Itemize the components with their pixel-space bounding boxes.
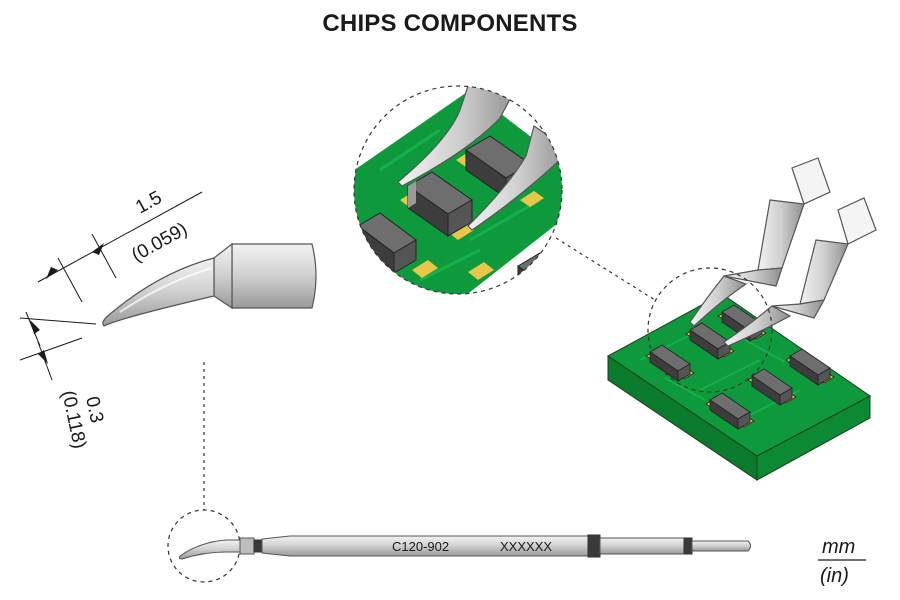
dimension-tip	[19, 311, 97, 381]
board-chip	[645, 344, 695, 382]
dimension-length	[37, 191, 203, 303]
cartridge-drawing	[167, 509, 751, 583]
cartridge-model-label: C120-902	[392, 539, 449, 554]
cartridge-serial-label: XXXXXX	[500, 539, 552, 554]
soldering-tweezers-icon	[689, 157, 877, 347]
pcb-board-icon	[607, 293, 871, 481]
length-mm-label: 1.5	[132, 187, 165, 218]
board-chip	[747, 368, 797, 406]
board-chip	[705, 392, 755, 430]
board-chip	[785, 348, 835, 386]
unit-imperial-label: (in)	[820, 565, 849, 587]
board-chip	[685, 322, 735, 360]
board-focus-circle	[647, 267, 773, 393]
zoom-circle	[353, 85, 563, 295]
tip-profile-drawing	[102, 242, 317, 327]
page-title: CHIPS COMPONENTS	[322, 10, 578, 37]
zoom-leader-line	[555, 237, 656, 301]
zoom-detail	[354, 86, 562, 294]
length-in-label: (0.059)	[128, 219, 191, 267]
unit-metric-label: mm	[822, 536, 855, 558]
board-chips	[645, 304, 835, 430]
